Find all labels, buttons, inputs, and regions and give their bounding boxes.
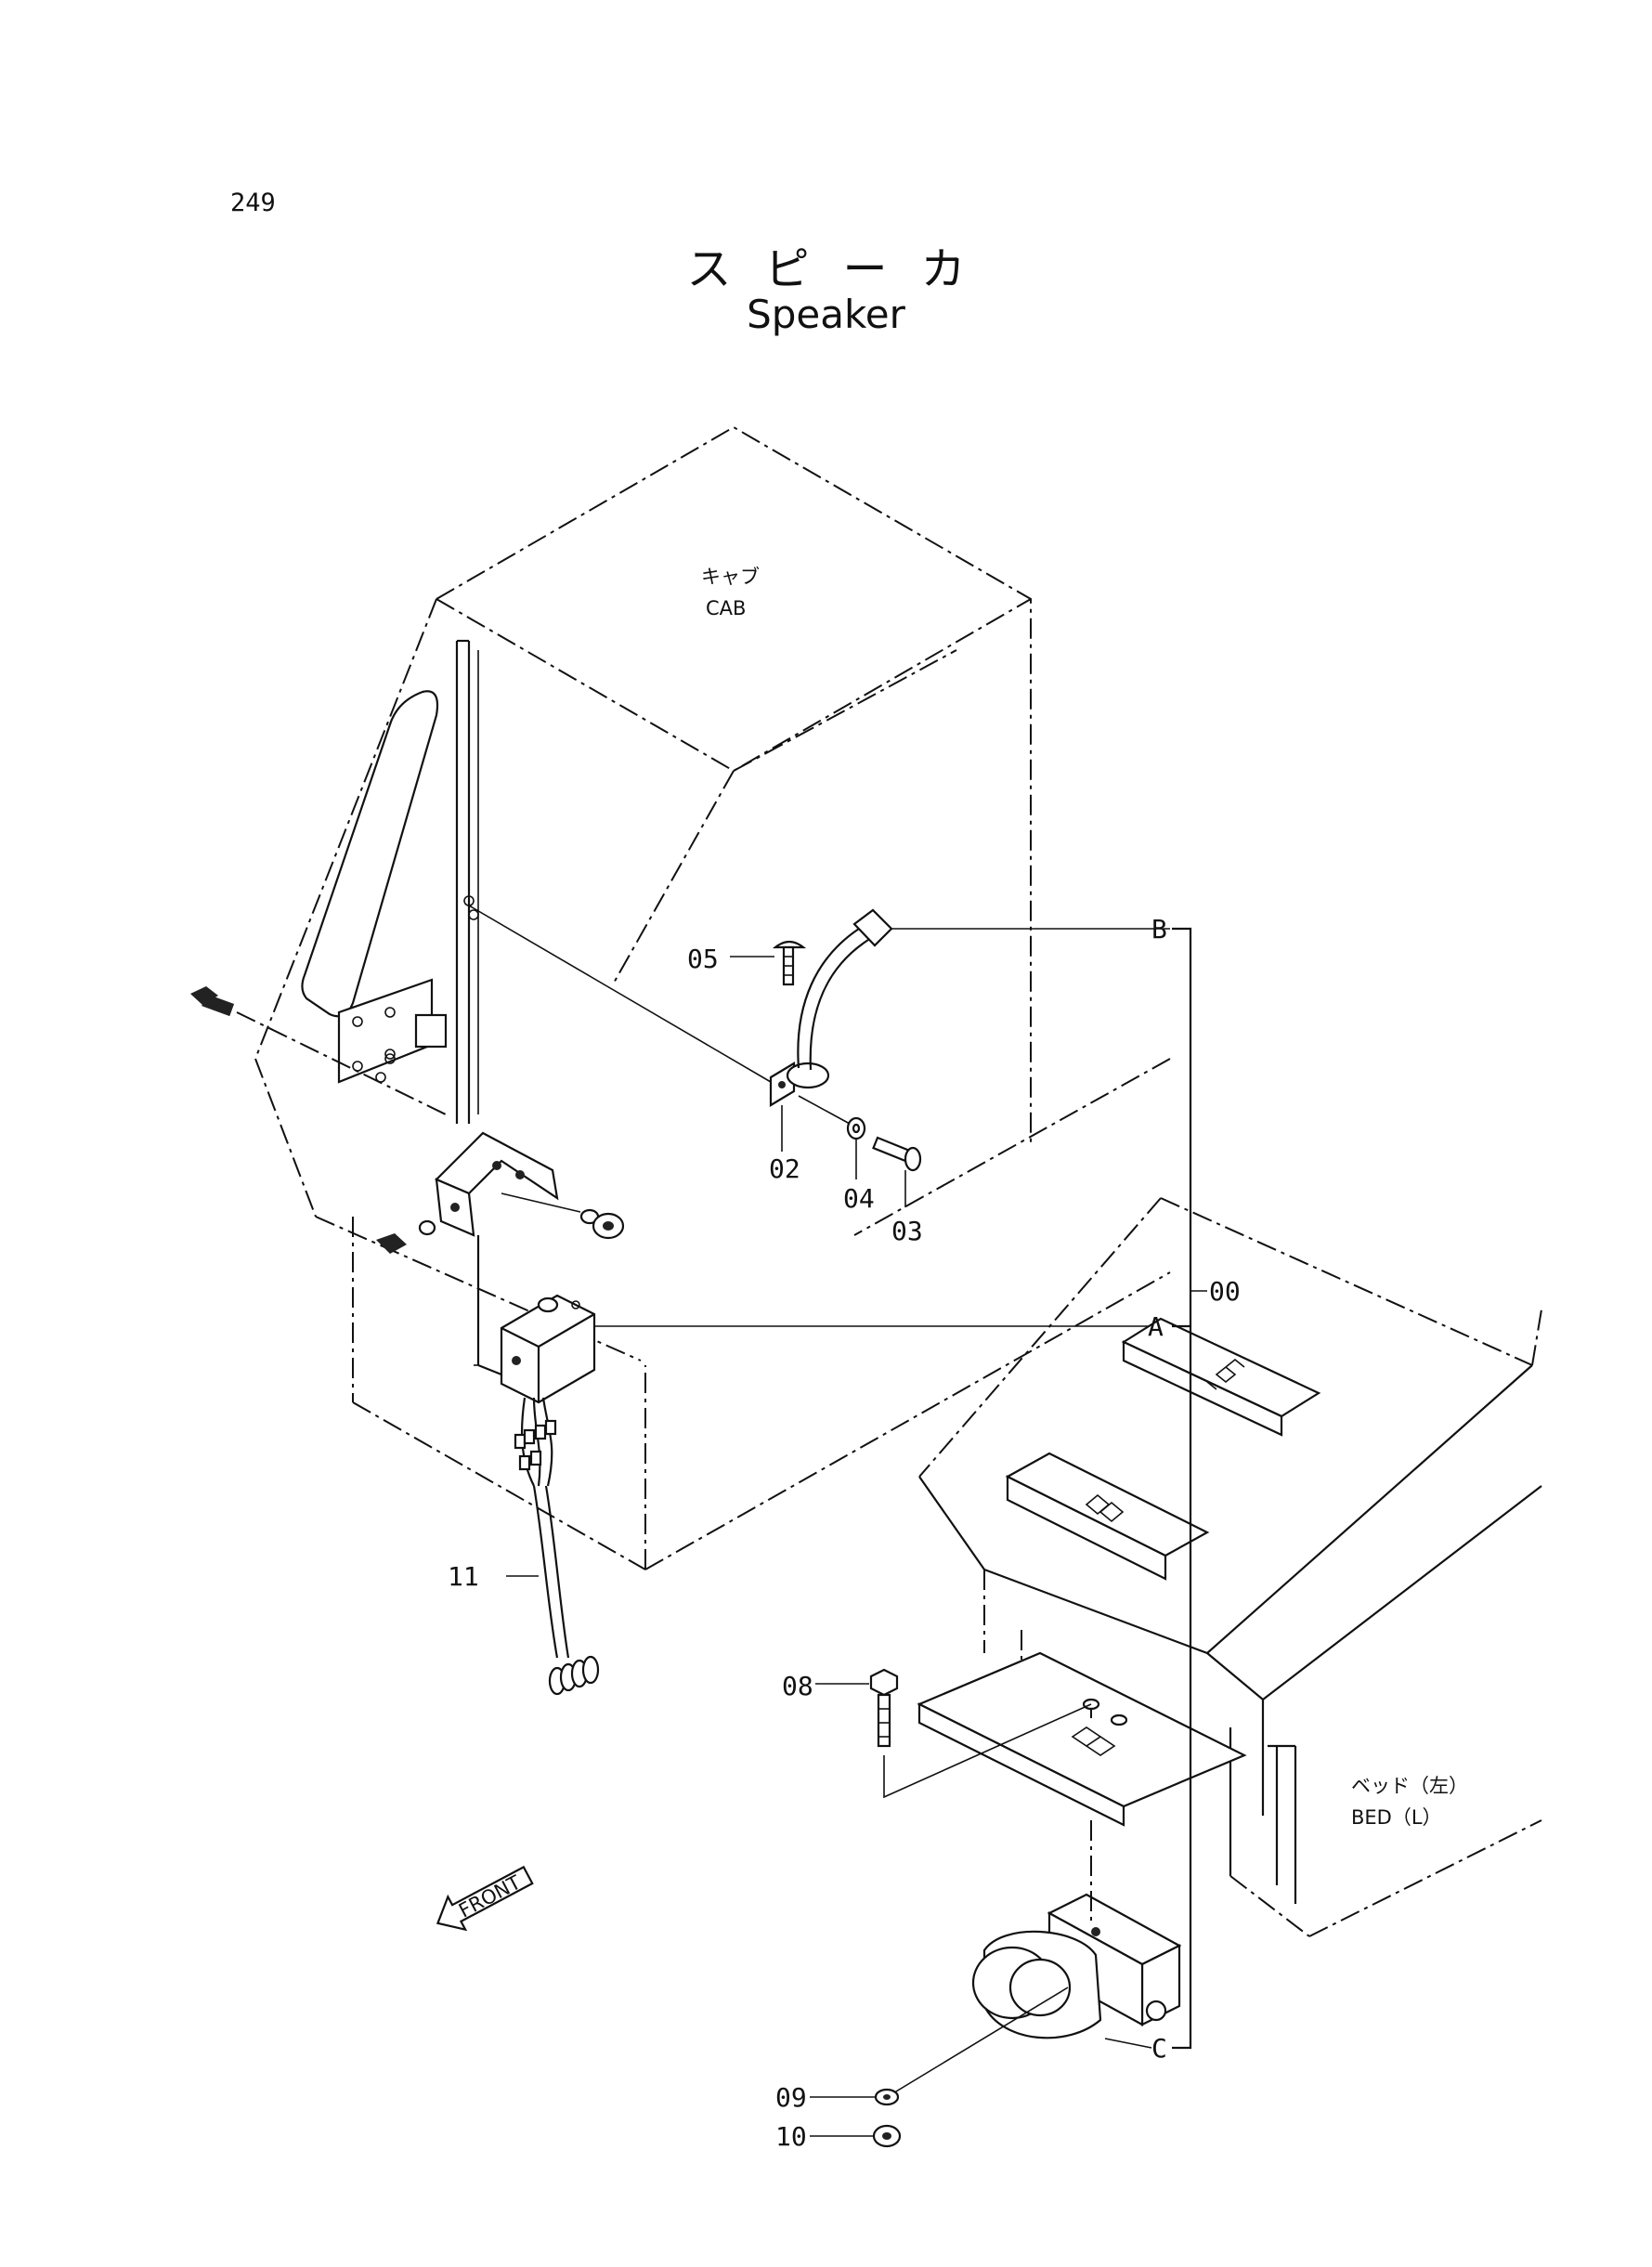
part-label-00: 00 bbox=[1209, 1276, 1241, 1307]
washer-icon bbox=[798, 1095, 866, 1179]
page-title: Speaker bbox=[747, 292, 905, 337]
part-label-05: 05 bbox=[687, 944, 719, 974]
speaker-bracket bbox=[435, 1131, 559, 1376]
callout-bracket bbox=[1172, 927, 1207, 2050]
bed-outline bbox=[918, 1197, 1542, 1937]
part-label-11: 11 bbox=[448, 1561, 479, 1592]
horn-mount-plate bbox=[917, 1651, 1247, 1827]
callout-a: A bbox=[1148, 1311, 1164, 1342]
screw-icon bbox=[872, 1136, 922, 1207]
vent-plate bbox=[1005, 1452, 1210, 1581]
washer-icon bbox=[874, 2088, 900, 2106]
front-label: FRONT bbox=[455, 1871, 525, 1922]
part-label-02: 02 bbox=[769, 1153, 800, 1184]
bolt-icon bbox=[190, 986, 447, 1115]
callout-b: B bbox=[1151, 914, 1167, 945]
part-label-04: 04 bbox=[843, 1183, 875, 1214]
page-title-japanese: スピーカ bbox=[686, 243, 999, 295]
cab-window bbox=[301, 639, 479, 1124]
callout-c: C bbox=[1151, 2033, 1167, 2064]
cab-label-japanese: キャブ bbox=[701, 566, 760, 588]
cab-label: CAB bbox=[706, 597, 746, 619]
amplifier-box bbox=[500, 1294, 1161, 1404]
mounting-plate bbox=[337, 978, 448, 1084]
wire-harness bbox=[514, 1397, 600, 1696]
microphone-stalk bbox=[468, 905, 1170, 1107]
bed-label: BED（L） bbox=[1351, 1806, 1442, 1829]
front-arrow-icon: FRONT bbox=[436, 1865, 534, 1932]
washer-nut-icon bbox=[376, 1192, 625, 1254]
cab-outline bbox=[254, 425, 1171, 1570]
bed-label-japanese: ベッド（左） bbox=[1351, 1775, 1468, 1797]
part-label-03: 03 bbox=[891, 1216, 923, 1246]
part-label-09: 09 bbox=[775, 2082, 807, 2113]
part-label-10: 10 bbox=[775, 2121, 807, 2152]
part-label-08: 08 bbox=[782, 1671, 813, 1701]
page-number: 249 bbox=[230, 189, 276, 217]
nut-icon bbox=[872, 2124, 902, 2148]
bolt-icon bbox=[815, 1668, 1092, 1799]
vent-plate bbox=[1121, 1317, 1321, 1437]
screw-icon bbox=[730, 940, 807, 986]
horn-speaker bbox=[891, 1820, 1182, 2095]
